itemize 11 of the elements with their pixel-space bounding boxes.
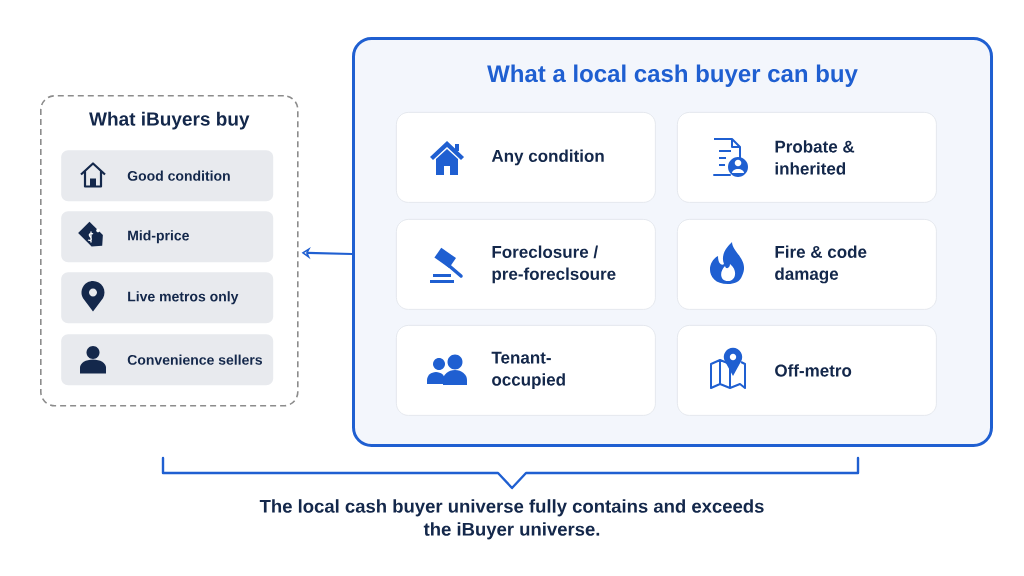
list-row: Convenience sellers	[61, 334, 274, 386]
caption: The local cash buyer universe fully contains and exceeds the iBuyer universe.	[259, 499, 764, 540]
category-card: Fire & code damage	[677, 219, 937, 310]
category-card: Probate & inherited	[677, 112, 937, 203]
category-card: Foreclosure / pre-foreclsoure	[396, 219, 656, 310]
list-row: Live metros only	[61, 272, 274, 324]
category-card: Tenant-occupied	[396, 325, 656, 416]
category-card: Off-metro	[677, 325, 937, 416]
list-row: Mid-price	[61, 211, 274, 263]
list-row: Good condition	[61, 150, 274, 202]
category-card: Any condition	[396, 112, 656, 203]
